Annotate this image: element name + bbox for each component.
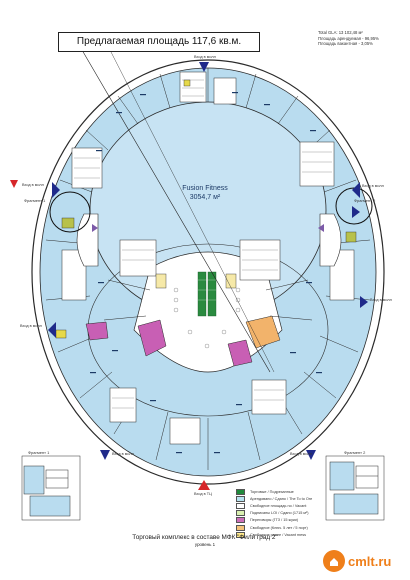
legend-swatch	[236, 502, 245, 509]
entrance-label-main: Вход в ТЦ	[194, 492, 212, 496]
legend-swatch	[236, 517, 245, 524]
offered-area-callout: Предлагаемая площадь 117,6 кв.м.	[58, 32, 260, 52]
core-hatching	[74, 79, 332, 409]
fragment-inset-left	[21, 455, 81, 521]
entrance-label-top: Вход в молл	[194, 55, 216, 59]
legend-item: Переговоры (ГГЗ / 15 жуки)	[236, 517, 386, 524]
legend-item: Подписаны LOI / Сдано (1715 м²)	[236, 510, 386, 517]
entrance-label-right-lower: Вход в молл	[370, 298, 392, 302]
negotiation-units	[85, 319, 253, 367]
drawing-title-block: Торговый комплекс в составе МФК "Фили гр…	[60, 534, 350, 548]
entrance-bottom-left-marker	[100, 450, 110, 460]
watermark-text: cmlt.ru	[348, 553, 392, 569]
legend-item: Свободное (Ключ. 5 лет / 5 порт)	[236, 524, 386, 531]
entrance-label-right-upper: Вход в молл	[362, 184, 384, 188]
entrance-left-upper-marker	[52, 182, 60, 198]
fragment-label-right-top: Фрагмент 2	[354, 198, 376, 203]
anchor-tenant-area: 3054,7 м²	[189, 194, 221, 201]
vacant-unit-orange	[245, 315, 281, 349]
side-atrium-marks	[92, 224, 324, 232]
drawing-level: уровень 1	[194, 542, 216, 547]
legend-item: Торговые / Подрезанные	[236, 488, 386, 495]
vacant-share: Площадь вакантная - 3,05%	[318, 41, 373, 47]
legend-label: Свободное (Ключ. 5 лет / 5 порт)	[250, 525, 308, 530]
fragment-label-left-bottom: Фрагмент 1	[28, 450, 50, 455]
anchor-tenant-label: Fusion Fitness 3054,7 м²	[160, 184, 250, 202]
callout-leader	[81, 49, 271, 373]
entrance-label-bottom-left: Вход в молл	[112, 452, 134, 456]
escalators	[197, 271, 217, 317]
entrance-markers	[48, 62, 368, 460]
legend-item: Свободное ранее / Vacant mess	[236, 531, 386, 538]
fragment-inset-right	[325, 455, 385, 521]
service-cores	[61, 71, 355, 445]
callout-leader-2	[109, 49, 275, 373]
legend-label: Торговые / Подрезанные	[250, 489, 294, 494]
legend-swatch	[236, 495, 245, 502]
rented-share: Площадь арендуемая - 96,95%	[318, 35, 379, 41]
loi-units	[55, 79, 357, 339]
total-gla: Total GLA: 13 102,48 м²	[318, 30, 363, 35]
entrance-label-left-lower: Вход в молл	[20, 324, 42, 328]
entrance-right-lower-marker	[360, 296, 368, 308]
legend-swatch	[236, 531, 245, 538]
atrium-kiosks	[173, 287, 241, 349]
fragment-circle-left	[49, 191, 91, 233]
drawing-title: Торговый комплекс в составе МФК "Фили гр…	[132, 534, 278, 541]
legend-swatch	[236, 510, 245, 517]
entrance-bottom-right-marker	[306, 450, 316, 460]
fragment-label-left-top: Фрагмент 1	[24, 198, 46, 203]
legend-label: Свободное ранее / Vacant mess	[250, 532, 306, 537]
legend-swatch	[236, 524, 245, 531]
entrance-label-left-upper: Вход в молл	[22, 183, 44, 187]
entrance-marker-red-left	[10, 180, 18, 188]
legend-label: Переговоры (ГГЗ / 15 жуки)	[250, 518, 299, 523]
site-watermark: cmlt.ru	[323, 545, 408, 577]
entrance-right-upper-marker	[352, 182, 360, 198]
shop-id-marks	[90, 92, 322, 454]
fragment-label-right-bottom: Фрагмент 2	[344, 450, 366, 455]
legend-swatch	[236, 488, 245, 495]
watermark-logo-icon	[323, 550, 345, 572]
area-statistics: Total GLA: 13 102,48 м² Площадь арендуем…	[318, 30, 408, 47]
anchor-tenant-name: Fusion Fitness	[182, 185, 228, 192]
legend-label: Свободное площадь no / Vacant	[250, 503, 307, 508]
entrance-main-marker	[198, 480, 210, 490]
legend-item: Арендовано / Сдано / The To to Ore	[236, 495, 386, 502]
entrance-left-lower-marker	[48, 322, 56, 338]
legend-label: Арендовано / Сдано / The To to Ore	[250, 496, 313, 501]
legend-label: Подписаны LOI / Сдано (1715 м²)	[250, 511, 309, 516]
entrance-top-marker	[199, 62, 209, 72]
legend-item: Свободное площадь no / Vacant	[236, 502, 386, 509]
entrance-label-bottom-right: Вход в молл	[290, 452, 312, 456]
